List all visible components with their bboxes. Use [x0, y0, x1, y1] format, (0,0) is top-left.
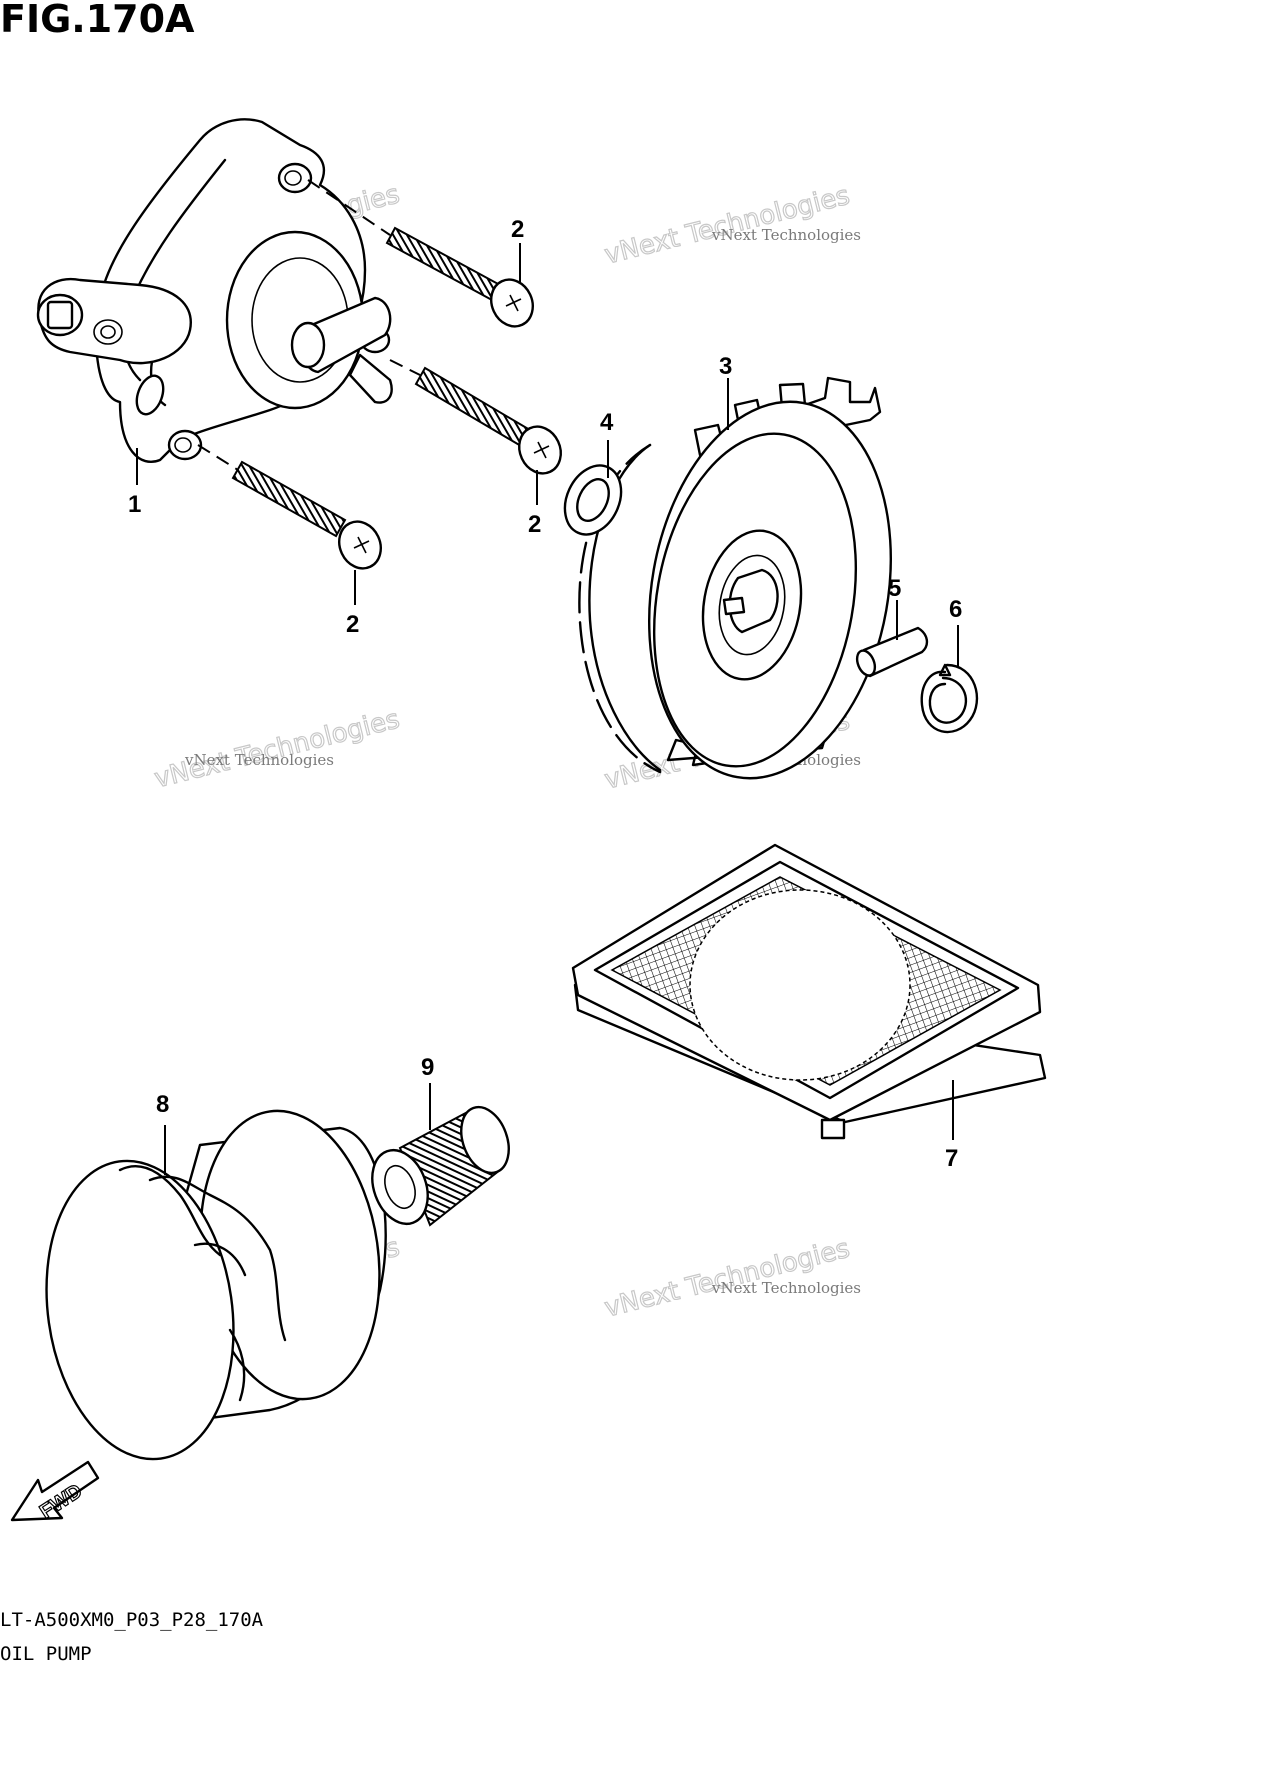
bolt-guide-line — [389, 359, 421, 376]
callout-2: 2 — [511, 216, 524, 243]
bolt-icon[interactable] — [414, 366, 568, 480]
callout-7: 7 — [945, 1145, 958, 1172]
watermark-text: vNext Technologies — [711, 1279, 861, 1297]
watermark-mid-left: vNext Technologies — [151, 704, 403, 795]
figure-title: FIG.170A — [0, 0, 195, 41]
callout-8: 8 — [156, 1091, 169, 1118]
forward-direction-arrow-icon: FWD — [10, 1460, 100, 1524]
watermark-text: vNext Technologies — [184, 751, 334, 769]
bolt-guide-line — [307, 179, 391, 236]
strainer-icon[interactable] — [571, 843, 1047, 1140]
callout-4: 4 — [600, 409, 614, 436]
figure-code: LT-A500XM0_P03_P28_170A — [0, 1609, 264, 1631]
watermark-outline-text: vNext Technologies — [152, 704, 403, 794]
watermark-text: vNext Technologies — [711, 226, 861, 244]
oil-pump-assembly-icon[interactable] — [36, 118, 393, 463]
callout-6: 6 — [949, 596, 962, 623]
callout-2: 2 — [346, 611, 359, 638]
callout-2: 2 — [528, 511, 541, 538]
callout-5: 5 — [888, 575, 901, 602]
union-bolt-icon[interactable] — [363, 1101, 518, 1232]
bolt-icon[interactable] — [385, 226, 540, 333]
callout-3: 3 — [719, 353, 732, 380]
oil-filter-icon[interactable] — [28, 1099, 397, 1471]
circlip-icon[interactable] — [920, 663, 979, 734]
leader-lines — [136, 243, 959, 1175]
washer-icon[interactable] — [554, 456, 632, 543]
bolt-guide-line — [197, 444, 239, 471]
callout-1: 1 — [128, 491, 141, 518]
figure-name: OIL PUMP — [0, 1643, 92, 1665]
bolt-icon[interactable] — [231, 460, 388, 575]
gear-icon[interactable] — [578, 376, 919, 798]
pin-icon[interactable] — [854, 626, 929, 678]
callout-9: 9 — [421, 1054, 434, 1081]
